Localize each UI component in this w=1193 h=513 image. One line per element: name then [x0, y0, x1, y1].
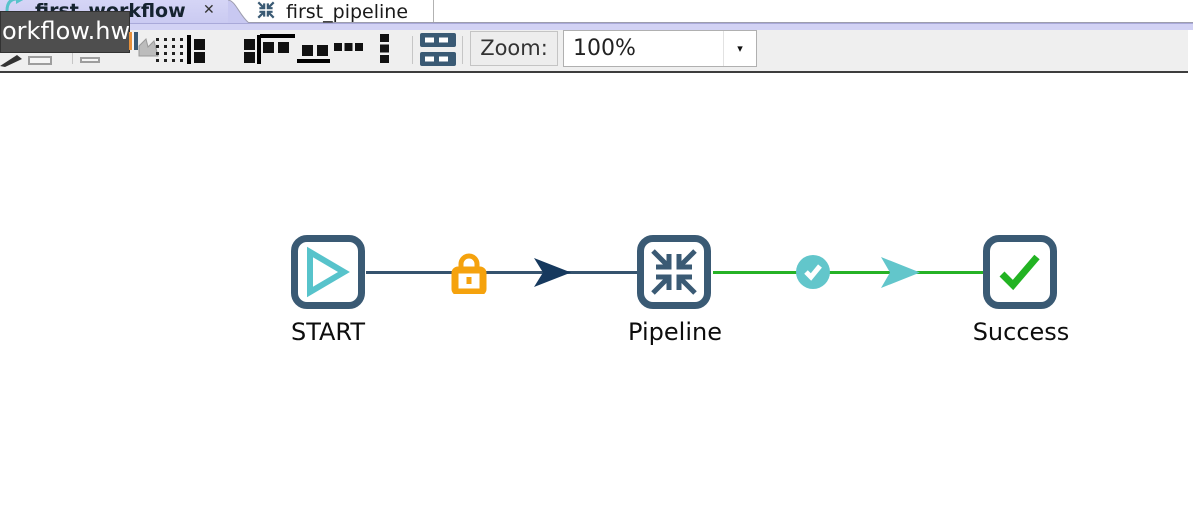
- partially-hidden-tool-icon[interactable]: [80, 57, 100, 63]
- show-execution-results-button[interactable]: [420, 33, 456, 67]
- filename-tooltip: orkflow.hwf: [0, 11, 130, 53]
- lock-icon[interactable]: [450, 251, 487, 294]
- partially-hidden-tool-icon[interactable]: [28, 56, 52, 65]
- zoom-value[interactable]: 100%: [573, 36, 636, 61]
- snap-to-grid-button[interactable]: [155, 34, 187, 64]
- partially-hidden-tool-icon: [129, 32, 138, 50]
- partially-hidden-tool-icon[interactable]: [0, 54, 24, 68]
- hop-start-pipeline[interactable]: [366, 271, 637, 274]
- align-left-button[interactable]: [187, 35, 207, 65]
- play-icon: [307, 246, 350, 298]
- distribute-horizontally-button[interactable]: [334, 43, 364, 53]
- align-bottom-button[interactable]: [297, 45, 331, 64]
- hop-arrowhead: [881, 257, 920, 288]
- align-top-button[interactable]: [260, 34, 296, 60]
- tab-divider: [433, 0, 434, 22]
- action-label: Pipeline: [628, 318, 722, 346]
- action-pipeline[interactable]: [637, 235, 711, 309]
- check-icon: [999, 254, 1040, 291]
- tab-folder-edge: [0, 23, 1193, 30]
- close-icon[interactable]: ✕: [203, 2, 215, 18]
- pipeline-icon: [651, 249, 697, 295]
- tab-label: first_pipeline: [286, 0, 409, 23]
- chevron-down-icon[interactable]: ▾: [723, 31, 756, 66]
- success-circle-check-icon[interactable]: [796, 255, 830, 289]
- action-success[interactable]: [983, 235, 1057, 309]
- toolbar-separator: [412, 36, 413, 64]
- action-label: Success: [972, 318, 1070, 346]
- action-label: START: [290, 318, 366, 346]
- toolbar: Zoom: 100% ▾: [0, 30, 1188, 73]
- zoom-combobox[interactable]: 100% ▾: [563, 30, 757, 67]
- workflow-canvas[interactable]: START Pipeline Success: [0, 73, 1193, 513]
- align-right-button[interactable]: [243, 35, 262, 65]
- action-start[interactable]: [291, 235, 365, 309]
- pipeline-icon: [255, 0, 277, 25]
- hop-arrowhead: [534, 258, 571, 287]
- disabled-tool-icon[interactable]: [138, 36, 160, 58]
- tab-bar: first_workflow ✕ first_pipeline: [0, 0, 1193, 30]
- toolbar-separator: [462, 36, 463, 64]
- zoom-label: Zoom:: [470, 31, 558, 66]
- distribute-vertically-button[interactable]: [380, 34, 390, 64]
- tab-first-pipeline[interactable]: first_pipeline: [240, 0, 433, 23]
- hop-pipeline-success[interactable]: [713, 271, 984, 274]
